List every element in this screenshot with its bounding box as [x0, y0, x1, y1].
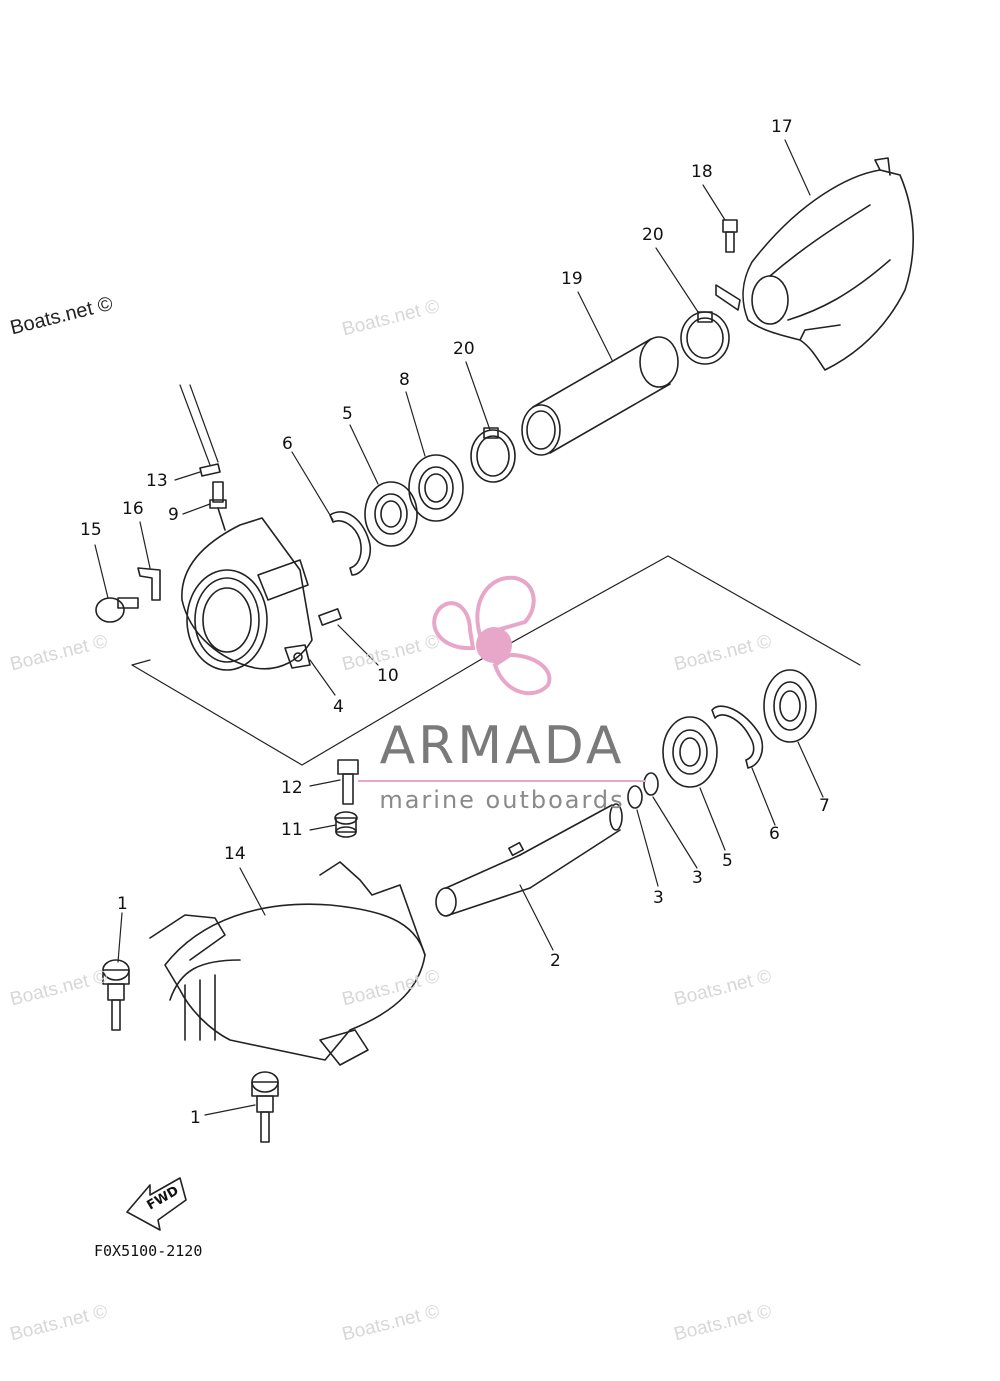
- hose-19: [521, 336, 679, 456]
- part-label: 3: [692, 868, 703, 888]
- part-label: 15: [80, 520, 102, 540]
- brand-watermark: ARMADA marine outboards: [352, 720, 652, 812]
- bolt-18: [715, 219, 741, 311]
- brand-name: ARMADA: [379, 716, 625, 776]
- part-label: 12: [281, 778, 303, 798]
- o-ring-upper: [643, 772, 659, 796]
- diagram-code: F0X5100-2120: [94, 1242, 203, 1260]
- collar-11: [334, 811, 358, 838]
- circlip-6-upper: [329, 511, 372, 576]
- bolt-15: [95, 597, 139, 623]
- part-label: 1: [117, 894, 128, 914]
- jet-pump-cover: [742, 157, 914, 371]
- part-label: 20: [642, 225, 664, 245]
- o-ring-lower: [627, 785, 643, 809]
- part-label: 6: [769, 824, 780, 844]
- fitting-9: [209, 481, 227, 531]
- part-label: 5: [342, 404, 353, 424]
- pump-cover-14: [149, 861, 426, 1066]
- part-label: 11: [281, 820, 303, 840]
- part-label: 17: [771, 117, 793, 137]
- part-label: 1: [190, 1108, 201, 1128]
- bearing-5-upper: [364, 481, 418, 547]
- brand-divider: [358, 780, 646, 782]
- hose-clamp-upper: [680, 311, 730, 365]
- drive-shaft: [435, 803, 623, 917]
- part-label: 13: [146, 471, 168, 491]
- bolt-1-lower: [251, 1071, 279, 1143]
- bearing-8: [408, 454, 464, 522]
- part-label: 8: [399, 370, 410, 390]
- part-label: 10: [377, 666, 399, 686]
- propeller-logo: [432, 575, 552, 696]
- part-label: 19: [561, 269, 583, 289]
- part-label: 6: [282, 434, 293, 454]
- circlip-6-lower: [711, 705, 764, 769]
- part-label: 18: [691, 162, 713, 182]
- part-label: 5: [722, 851, 733, 871]
- bearing-7: [763, 669, 817, 743]
- fwd-arrow: [126, 1177, 187, 1231]
- part-label: 3: [653, 888, 664, 908]
- bearing-5-lower: [662, 716, 718, 788]
- pin-10: [318, 608, 342, 626]
- part-label: 16: [122, 499, 144, 519]
- bolt-12: [337, 759, 359, 805]
- hose-clamp-lower: [470, 427, 516, 483]
- brand-tagline: marine outboards: [379, 786, 625, 814]
- leader-lines: [94, 139, 824, 1116]
- fitting-13: [179, 384, 221, 477]
- part-label: 14: [224, 844, 246, 864]
- part-label: 9: [168, 505, 179, 525]
- part-label: 4: [333, 697, 344, 717]
- impeller-housing: [181, 517, 313, 671]
- bolt-1-upper: [102, 959, 130, 1031]
- part-label: 2: [550, 951, 561, 971]
- plate-16: [137, 567, 161, 601]
- part-label: 20: [453, 339, 475, 359]
- part-label: 7: [819, 796, 830, 816]
